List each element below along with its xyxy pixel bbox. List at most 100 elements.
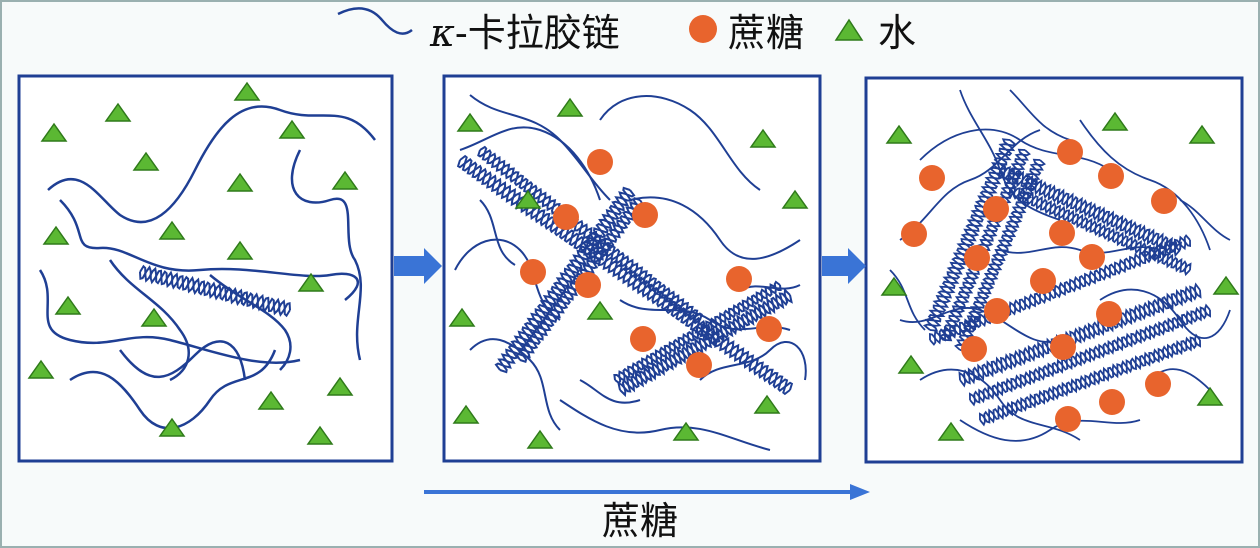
double-helix-strand	[922, 139, 1018, 331]
water-molecule	[132, 151, 160, 171]
sucrose-molecule	[961, 336, 987, 362]
water-molecule	[937, 421, 965, 441]
water-molecule	[514, 189, 542, 209]
panel-2	[448, 94, 809, 451]
water-molecule	[880, 276, 908, 296]
sucrose-molecule	[630, 326, 656, 352]
water-molecule	[27, 359, 55, 379]
double-helix-strand	[939, 149, 1031, 341]
water-molecule	[586, 300, 614, 320]
panel-1	[27, 81, 376, 445]
sucrose-molecule	[1098, 163, 1124, 189]
right-arrow-icon-2	[822, 248, 866, 284]
water-molecule	[226, 240, 254, 260]
double-helix-strand	[968, 306, 1212, 404]
double-helix-strand	[928, 235, 1192, 345]
panel-2-helices	[456, 145, 794, 398]
water-molecule	[456, 112, 484, 132]
water-molecule	[306, 425, 334, 445]
sucrose-molecule	[575, 272, 601, 298]
sucrose-molecule	[587, 149, 613, 175]
sucrose-molecule	[1030, 268, 1056, 294]
sucrose-molecule	[1096, 301, 1122, 327]
double-helix-strand	[617, 292, 793, 393]
sucrose-molecule	[1057, 139, 1083, 165]
water-molecule	[526, 429, 554, 449]
sucrose-molecule	[726, 266, 752, 292]
sucrose-molecule	[983, 196, 1009, 222]
sucrose-molecule	[632, 202, 658, 228]
water-molecule	[326, 376, 354, 396]
panel-1-helices	[139, 264, 291, 318]
sucrose-legend-icon	[689, 15, 717, 43]
water-molecule	[1101, 111, 1129, 131]
water-molecule	[781, 189, 809, 209]
panel-3-sucrose	[901, 139, 1177, 432]
sucrose-molecule	[1055, 406, 1081, 432]
panel-2-water	[448, 97, 809, 449]
water-molecule	[104, 102, 132, 122]
double-helix-strand	[1009, 183, 1191, 277]
sucrose-molecule	[964, 245, 990, 271]
legend: κ-卡拉胶链 蔗糖 水	[337, 7, 916, 55]
double-helix-strand	[978, 336, 1202, 424]
panel-3-water	[880, 111, 1240, 441]
water-molecule	[233, 81, 261, 101]
sucrose-legend-label: 蔗糖	[728, 11, 804, 55]
sucrose-molecule	[1151, 188, 1177, 214]
double-helix-strand	[479, 145, 701, 325]
panel-3-helices	[922, 138, 1212, 427]
double-helix-strand	[459, 154, 791, 396]
water-molecule	[257, 390, 285, 410]
double-helix-strand	[139, 264, 291, 318]
water-molecule	[226, 172, 254, 192]
water-molecule	[1212, 275, 1240, 295]
sucrose-molecule	[1049, 220, 1075, 246]
sucrose-molecule	[1145, 371, 1171, 397]
water-molecule	[140, 307, 168, 327]
water-molecule	[672, 421, 700, 441]
double-helix-strand	[613, 283, 782, 382]
double-helix-strand	[954, 159, 1046, 351]
water-molecule	[897, 354, 925, 374]
panel-1-water	[27, 81, 359, 445]
water-molecule	[158, 220, 186, 240]
water-molecule	[1188, 124, 1216, 144]
chain-legend-icon	[337, 7, 413, 35]
water-molecule	[556, 97, 584, 117]
sucrose-molecule	[686, 352, 712, 378]
sucrose-molecule	[1079, 244, 1105, 270]
water-molecule	[753, 394, 781, 414]
panel-2-chains	[454, 94, 807, 451]
svg-text:κ-卡拉胶链: κ-卡拉胶链	[429, 11, 620, 55]
double-helix-strand	[958, 285, 1202, 385]
bottom-axis-arrowhead	[850, 484, 870, 500]
sucrose-molecule	[984, 298, 1010, 324]
water-molecule	[42, 225, 70, 245]
water-molecule	[749, 128, 777, 148]
water-molecule	[40, 122, 68, 142]
double-helix-strand	[494, 189, 636, 371]
sucrose-molecule	[919, 165, 945, 191]
water-molecule	[885, 124, 913, 144]
water-legend-icon	[834, 18, 864, 41]
water-legend-label: 水	[878, 11, 916, 55]
water-molecule	[297, 272, 325, 292]
panel-frame-1	[17, 74, 394, 463]
bottom-axis: 蔗糖	[424, 484, 870, 543]
water-molecule	[158, 417, 186, 437]
water-molecule	[331, 170, 359, 190]
water-molecule	[278, 119, 306, 139]
right-arrow-icon-1	[394, 248, 442, 284]
chain-legend-symbol: κ	[429, 11, 455, 55]
double-helix-strand	[999, 162, 1181, 258]
sucrose-molecule	[1050, 334, 1076, 360]
bottom-axis-label: 蔗糖	[602, 499, 678, 543]
water-molecule	[448, 307, 476, 327]
water-molecule	[54, 295, 82, 315]
chain-legend-label: -卡拉胶链	[455, 11, 620, 55]
water-molecule	[1196, 386, 1224, 406]
